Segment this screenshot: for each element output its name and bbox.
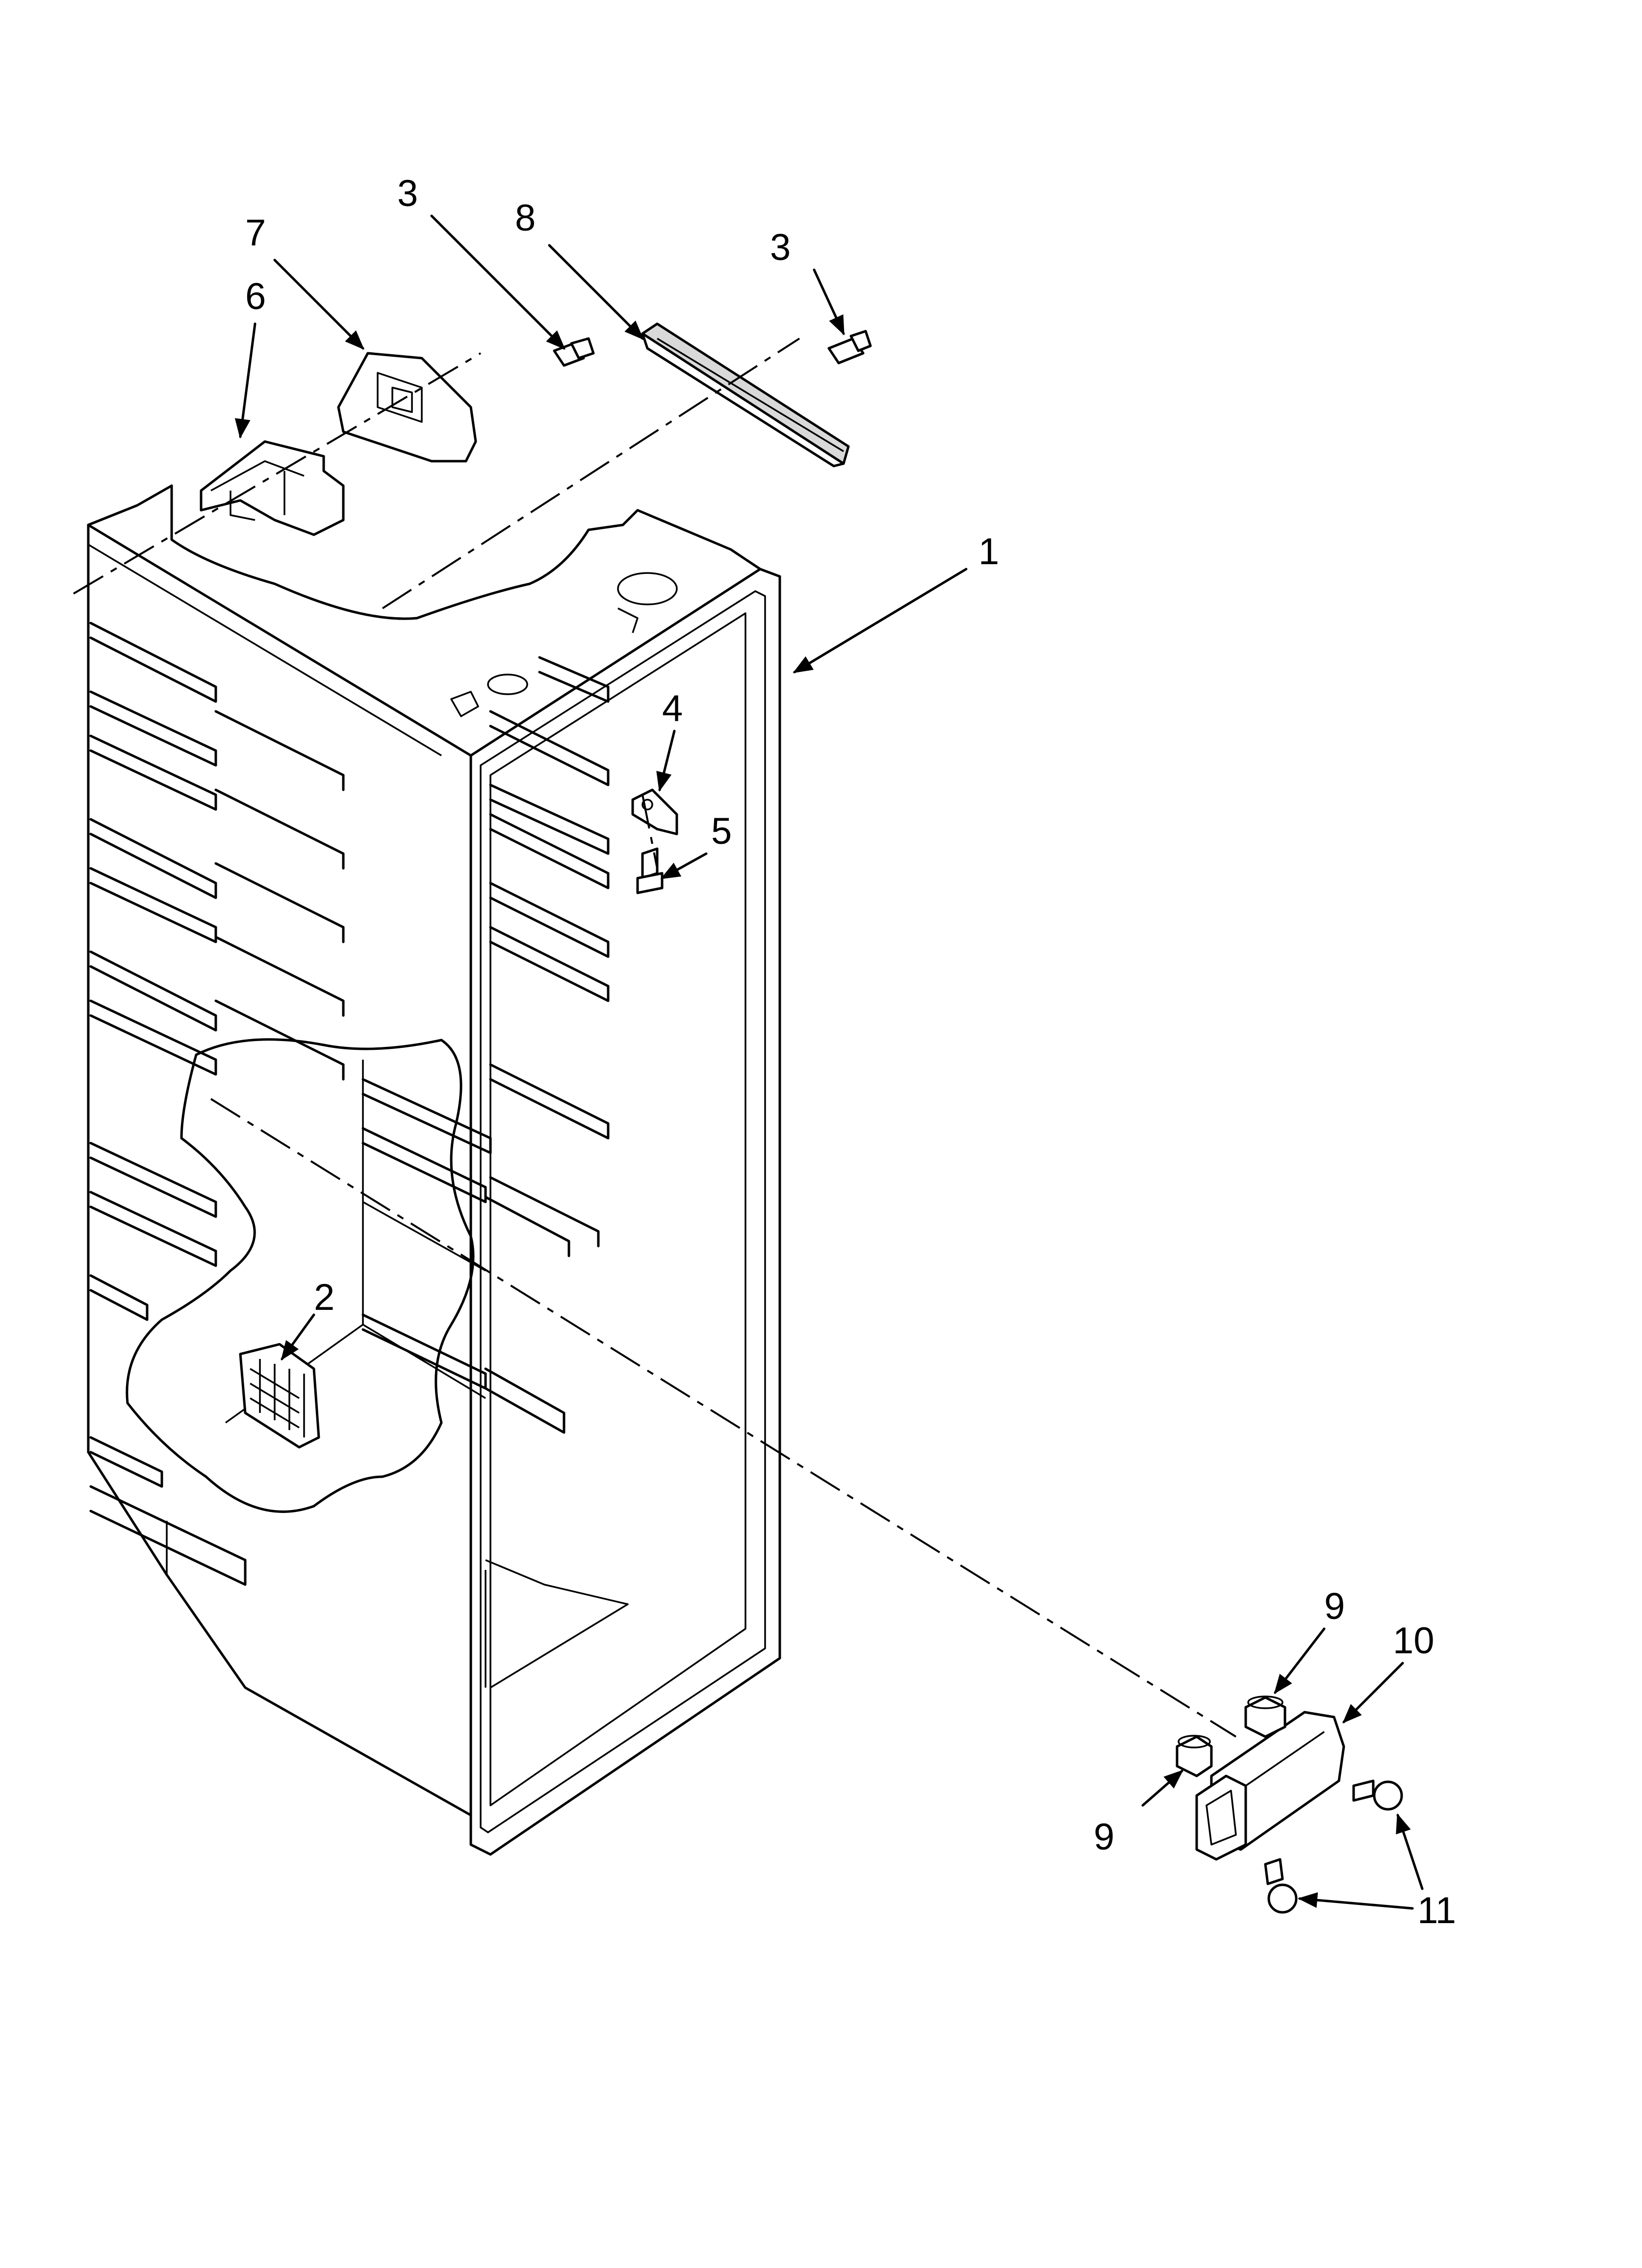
callout-3b: 3 xyxy=(770,227,791,268)
callout-2: 2 xyxy=(314,1277,334,1318)
callout-6: 6 xyxy=(245,276,266,317)
callout-labels: 1 2 3 3 4 5 6 7 8 9 9 10 11 xyxy=(245,173,1456,1931)
screw-part-3b xyxy=(827,330,872,365)
mounting-bracket-part xyxy=(337,352,477,463)
knob-part-9a xyxy=(1244,1695,1286,1738)
alignment-lines xyxy=(73,338,1237,1738)
callout-9a: 9 xyxy=(1324,1586,1345,1627)
right-shelf-ribs xyxy=(484,656,610,1434)
callout-9b: 9 xyxy=(1094,1816,1114,1858)
refrigerator-liner xyxy=(87,484,781,1856)
callout-10: 10 xyxy=(1393,1620,1435,1662)
callout-8: 8 xyxy=(515,197,536,239)
callout-5: 5 xyxy=(711,810,732,852)
callout-11: 11 xyxy=(1417,1890,1456,1931)
control-housing-part xyxy=(200,440,345,536)
leader-arrows xyxy=(234,214,1424,1910)
left-shelf-ribs xyxy=(89,622,345,1586)
trim-channel-part xyxy=(641,322,850,468)
screw-part-3a xyxy=(553,337,595,367)
screw-part-5 xyxy=(636,847,664,894)
callout-1: 1 xyxy=(978,531,999,573)
callout-4: 4 xyxy=(662,688,683,730)
screw-part-11a xyxy=(1352,1779,1403,1811)
knob-part-9b xyxy=(1176,1735,1213,1777)
callout-3a: 3 xyxy=(397,173,418,214)
screw-part-11b xyxy=(1264,1858,1298,1914)
bracket-clip-part xyxy=(631,788,678,835)
callout-7: 7 xyxy=(245,212,266,254)
air-grille-part xyxy=(239,1343,320,1449)
light-housing-part xyxy=(1195,1711,1345,1861)
